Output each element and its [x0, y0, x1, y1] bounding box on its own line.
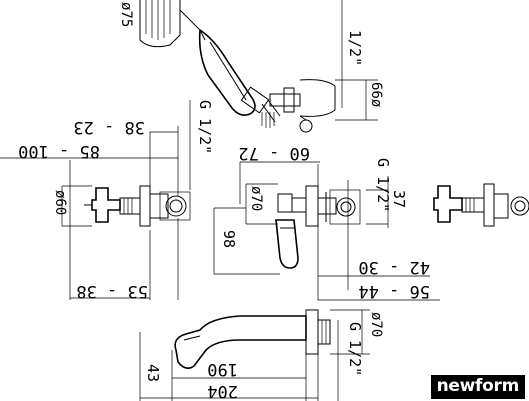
dim-left-dia60: ø60	[52, 190, 68, 215]
dim-204: 204	[207, 381, 238, 401]
dim-190: 190	[207, 359, 238, 379]
dim-center-thread: G 1/2"	[374, 158, 392, 212]
dim-53-38: 53 - 38	[76, 281, 148, 301]
dim-spout-thread: G 1/2"	[346, 322, 364, 376]
bath-spout	[174, 309, 331, 370]
dim-56-44: 56 - 44	[358, 281, 430, 301]
center-valve-dims: 60 - 72 ø70 98 G 1/2" 37 42 - 30 56 - 44	[213, 143, 440, 301]
dim-spout-dia70: ø70	[368, 312, 384, 337]
dim-43: 43	[144, 364, 162, 382]
bath-spout-dims: 190 204 43 ø70 G 1/2"	[139, 309, 384, 401]
dim-37: 37	[390, 190, 408, 208]
hand-shower	[139, 0, 336, 133]
right-valve	[433, 183, 529, 227]
dim-42-30: 42 - 30	[358, 257, 430, 277]
dim-hose-wall: 1/2" 66ø	[335, 0, 384, 121]
dim-60-72: 60 - 72	[238, 143, 310, 163]
dim-left-thread: G 1/2"	[196, 100, 214, 154]
dim-38-23: 38 - 23	[73, 117, 145, 137]
dim-center-dia70: ø70	[248, 186, 264, 211]
dim-98: 98	[220, 230, 238, 248]
dim-shower-head-dia: ø75	[118, 2, 134, 27]
dim-hose-height: 66ø	[368, 82, 384, 108]
brand-logo: newform	[430, 375, 525, 399]
left-valve	[84, 185, 191, 227]
dim-hose-thread: 1/2"	[346, 30, 364, 66]
center-valve	[275, 185, 361, 269]
dim-85-100: 85 - 100	[18, 141, 100, 161]
left-valve-dims: 38 - 23 85 - 100 53 - 38 ø60 G 1/2"	[0, 100, 214, 301]
